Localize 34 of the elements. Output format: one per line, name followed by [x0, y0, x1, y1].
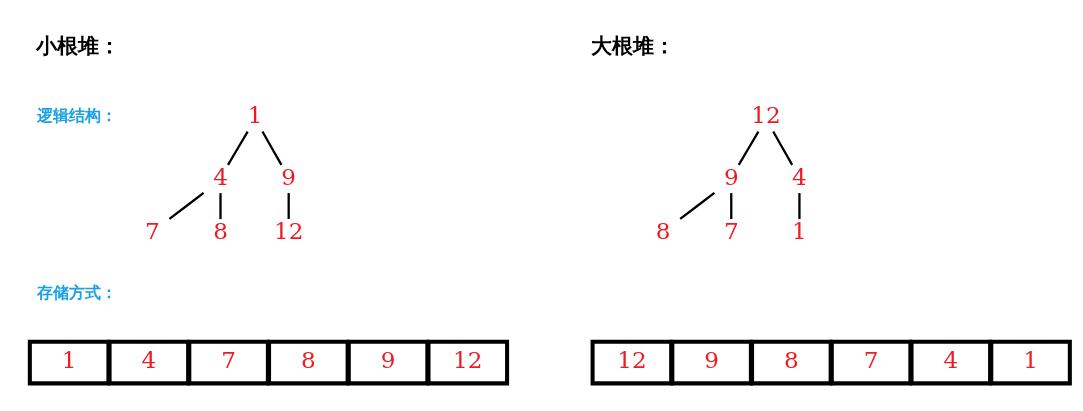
- node-box: 8: [750, 339, 833, 385]
- node-text: 8: [655, 217, 671, 244]
- node-text: 8: [213, 217, 228, 244]
- node-box: 1: [989, 339, 1072, 385]
- label: 存储方式：: [36, 282, 117, 302]
- node-text: 7: [144, 217, 160, 244]
- node-text: 9: [723, 163, 739, 190]
- node-text: 9: [281, 163, 297, 190]
- connector: [219, 192, 222, 219]
- node-text: 4: [213, 163, 228, 190]
- connector: [227, 130, 249, 165]
- node-box: 7: [187, 339, 270, 385]
- label: 逻辑结构：: [36, 105, 117, 125]
- connector: [737, 130, 760, 165]
- connector: [798, 192, 801, 219]
- connector: [772, 130, 794, 165]
- connector: [261, 130, 283, 165]
- node-box: 7: [829, 339, 913, 385]
- node-box: 1: [27, 339, 111, 385]
- node-text: 4: [792, 163, 807, 190]
- node-box: 12: [426, 339, 510, 385]
- connector: [679, 191, 716, 220]
- node-text: 1: [792, 217, 807, 244]
- node-box: 8: [267, 339, 350, 385]
- connector: [287, 192, 290, 219]
- label: 小根堆：: [36, 33, 121, 58]
- node-text: 12: [751, 101, 781, 128]
- label: 大根堆：: [590, 33, 675, 58]
- node-text: 1: [247, 101, 263, 128]
- node-text: 7: [723, 217, 739, 244]
- connector: [730, 192, 733, 219]
- node-text: 12: [273, 217, 304, 244]
- node-box: 9: [670, 339, 753, 385]
- connector: [168, 191, 205, 220]
